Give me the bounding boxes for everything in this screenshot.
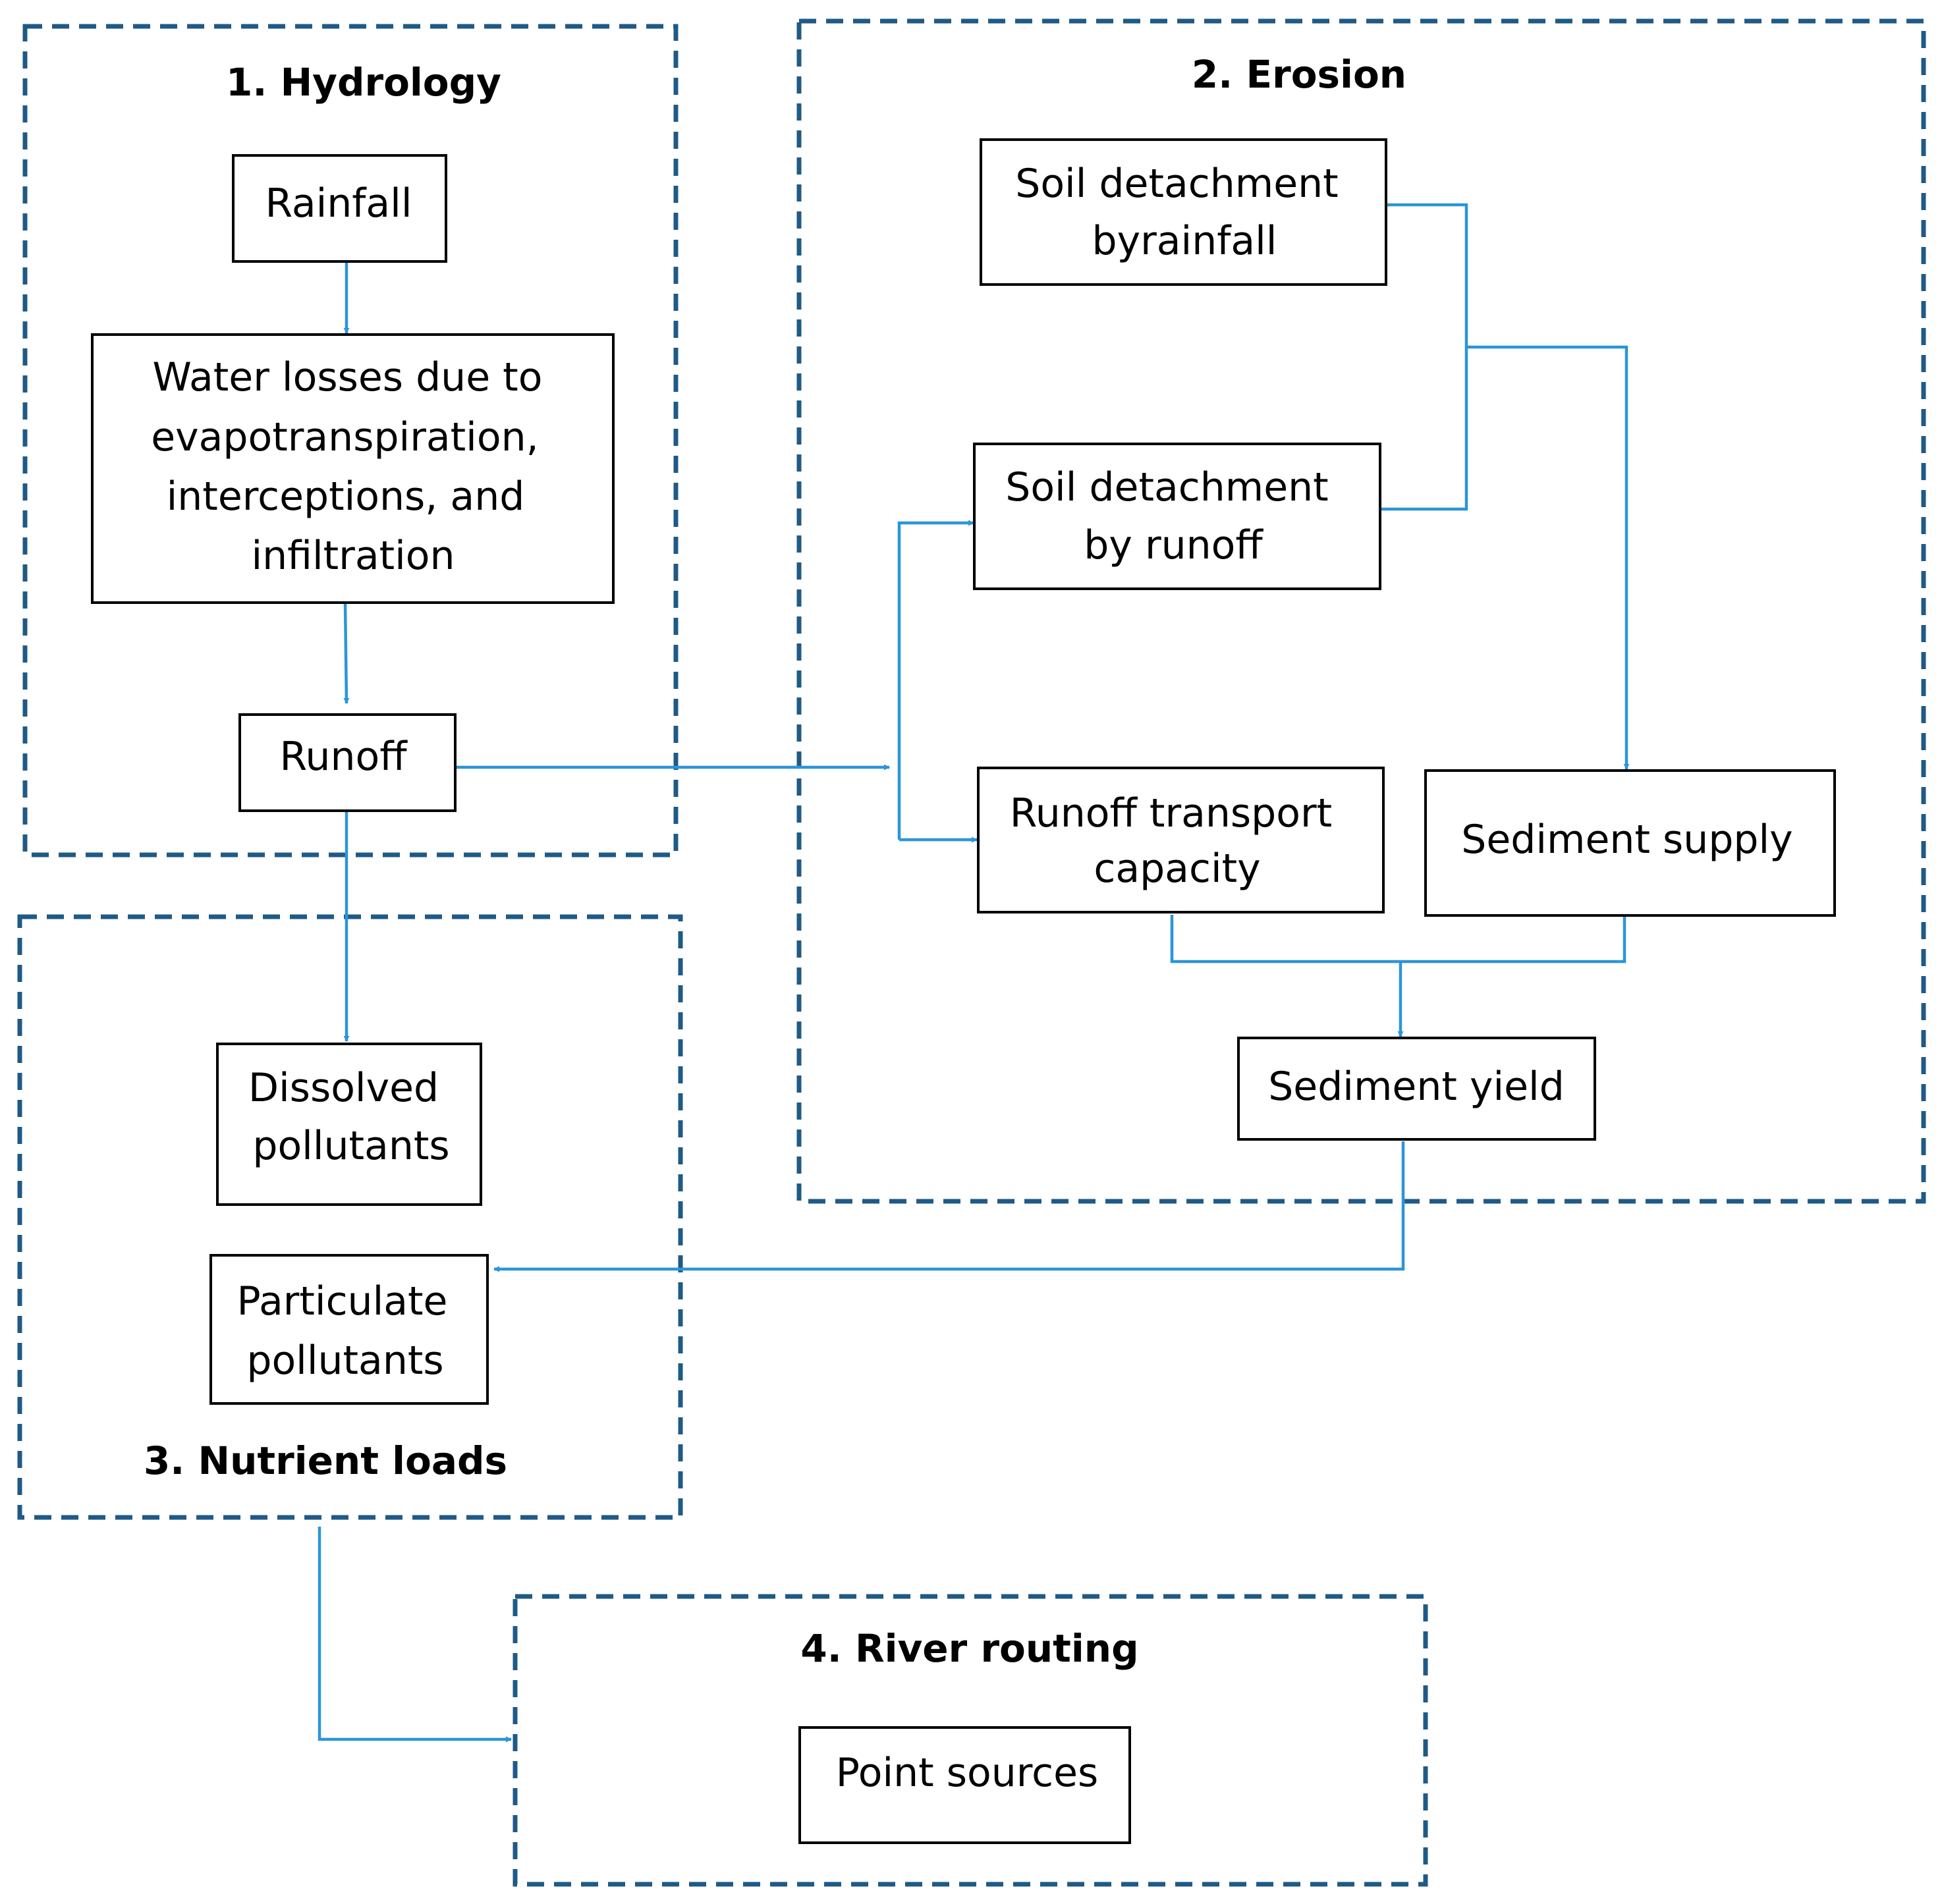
soil-detachment-runoff-label-line-2: by runoff: [1084, 522, 1263, 568]
soil-detachment-rainfall-box: Soil detachment byrainfall: [980, 138, 1387, 286]
svg-text:Point sources: Point sources: [836, 1750, 1099, 1796]
dissolved-pollutants-label-line-2: pollutants: [252, 1123, 449, 1169]
runoff-transport-capacity-box: Runoff transport capacity: [977, 767, 1385, 913]
svg-text:Runoff: Runoff: [279, 734, 408, 780]
rainfall-label: Rainfall: [265, 180, 412, 227]
detachment-to-sediment-supply-arrow: [1466, 345, 1630, 770]
water-losses-label-line-3: interceptions, and: [167, 474, 525, 520]
sediment-yield-label: Sediment yield: [1268, 1064, 1565, 1110]
soil-detachment-runoff-box: Soil detachment by runoff: [973, 443, 1381, 590]
sediment-yield-to-particulate-pollutants-arrow: [493, 1141, 1405, 1272]
soil-detachment-rainfall-connector: [1380, 203, 1468, 511]
water-losses-label-line-4: infiltration: [251, 533, 455, 579]
erosion-group-frame: [796, 18, 1926, 1204]
rainfall-box: Rainfall: [232, 154, 447, 263]
sediment-yield-box: Sediment yield: [1237, 1037, 1596, 1141]
svg-text:Dissolved pollutants: Dissolved pollutants: [248, 1065, 451, 1169]
hydrology-group-title: 1. Hydrology: [226, 60, 501, 105]
svg-text:Sediment yield: Sediment yield: [1268, 1064, 1565, 1110]
svg-text:Water losses due to evap: Water losses due to evapotranspiration, …: [151, 354, 555, 579]
nutrient-loads-group-title: 3. Nutrient loads: [144, 1438, 507, 1483]
particulate-pollutants-box: Particulate pollutants: [209, 1254, 489, 1405]
svg-text:Soil detachment byrainfa: Soil detachment byrainfall: [1015, 161, 1351, 264]
hydrology-group-frame: [22, 24, 679, 857]
dissolved-pollutants-box: Dissolved pollutants: [216, 1043, 482, 1206]
svg-text:Sediment supply: Sediment supply: [1461, 817, 1792, 863]
svg-text:Rainfall: Rainfall: [265, 180, 412, 227]
particulate-pollutants-label-line-1: Particulate: [236, 1278, 447, 1324]
water-losses-label-line-1: Water losses due to: [153, 354, 543, 400]
runoff-label: Runoff: [279, 734, 408, 780]
svg-text:Runoff transport capacit: Runoff transport capacity: [1010, 790, 1345, 892]
river-routing-group-title: 4. River routing: [800, 1626, 1138, 1671]
water-losses-to-runoff-arrow: [343, 602, 350, 704]
sediment-supply-box: Sediment supply: [1424, 769, 1836, 917]
svg-text:Soil detachment by runof: Soil detachment by runoff: [1005, 464, 1341, 568]
runoff-transport-capacity-label-line-2: capacity: [1094, 846, 1260, 892]
dissolved-pollutants-label-line-1: Dissolved: [248, 1065, 439, 1111]
soil-detachment-runoff-label-line-1: Soil detachment: [1005, 464, 1328, 510]
runoff-box: Runoff: [238, 713, 457, 812]
soil-detachment-rainfall-label-line-2: byrainfall: [1092, 218, 1277, 264]
nutrient-loads-group-frame: [17, 914, 683, 1520]
sediment-supply-label: Sediment supply: [1461, 817, 1792, 863]
soil-detachment-rainfall-label-line-1: Soil detachment: [1015, 161, 1338, 207]
nutrient-loads-to-river-routing-arrow: [318, 1527, 512, 1743]
svg-text:Particulate pollutants: Particulate pollutants: [236, 1278, 460, 1384]
erosion-group-title: 2. Erosion: [1192, 52, 1406, 97]
water-losses-label-line-2: evapotranspiration,: [151, 414, 538, 460]
erosion-branch-to-soil-detachment-runoff-arrow: [897, 520, 974, 840]
transport-capacity-to-sediment-yield-connector: [1170, 915, 1626, 964]
point-sources-box: Point sources: [798, 1726, 1131, 1844]
particulate-pollutants-label-line-2: pollutants: [246, 1338, 443, 1384]
water-losses-box: Water losses due to evapotranspiration, …: [91, 333, 615, 604]
point-sources-label: Point sources: [836, 1750, 1099, 1796]
river-routing-group-frame: [513, 1594, 1428, 1887]
runoff-transport-capacity-label-line-1: Runoff transport: [1010, 790, 1332, 836]
